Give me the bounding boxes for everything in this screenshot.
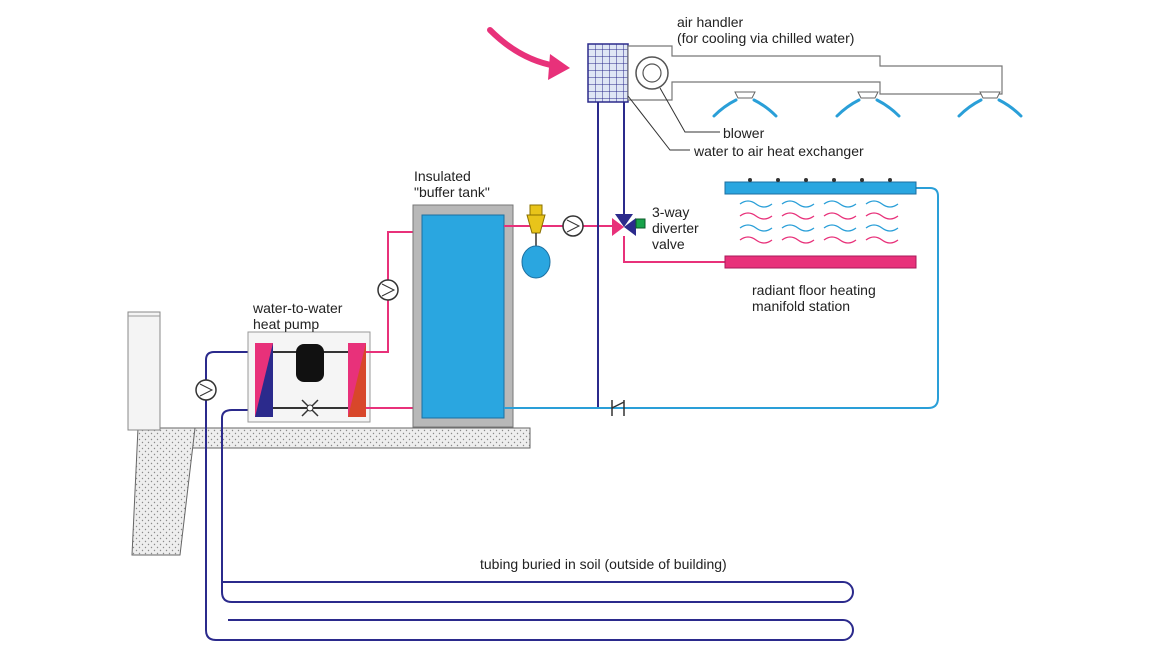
buffer-tank (412, 204, 514, 428)
soil-slab (131, 427, 531, 556)
supply-pump (562, 215, 584, 237)
heat-pump-label-2: heat pump (253, 316, 320, 332)
heat-pump (247, 331, 371, 423)
return-pipe (504, 187, 939, 409)
supply-air-arrows (712, 98, 1023, 118)
foundation-wall (127, 311, 161, 431)
tubing-label: tubing buried in soil (outside of buildi… (480, 556, 727, 572)
diverter-label-1: 3-way (652, 204, 690, 220)
ground-loop-tubing (205, 351, 854, 641)
leader-lines (627, 87, 720, 151)
tank-loop-pump (377, 279, 399, 301)
radiant-supply-pipe (623, 236, 725, 263)
return-air-arrow (487, 27, 570, 80)
radiant-label-2: manifold station (752, 298, 851, 314)
expansion-tank (521, 233, 551, 279)
heat-pump-to-tank-pipes (366, 231, 420, 409)
chilled-water-pipes (597, 102, 625, 408)
buffer-tank-label-2: "buffer tank" (414, 184, 490, 200)
diverter-valve (612, 214, 646, 236)
blower-label: blower (723, 125, 765, 141)
diverter-label-2: diverter (652, 220, 699, 236)
heat-pump-label-1: water-to-water (253, 300, 343, 316)
diverter-label-3: valve (652, 236, 685, 252)
ground-loop-pump (195, 379, 217, 401)
radiant-label-1: radiant floor heating (752, 282, 876, 298)
check-valve (611, 400, 625, 416)
air-handler-note: (for cooling via chilled water) (677, 30, 855, 46)
radiant-manifold (724, 178, 917, 269)
air-handler (587, 43, 1003, 103)
heat-exchanger-label: water to air heat exchanger (694, 143, 864, 159)
buffer-tank-label-1: Insulated (414, 168, 471, 184)
air-handler-label: air handler (677, 14, 744, 30)
air-separator (526, 204, 546, 234)
